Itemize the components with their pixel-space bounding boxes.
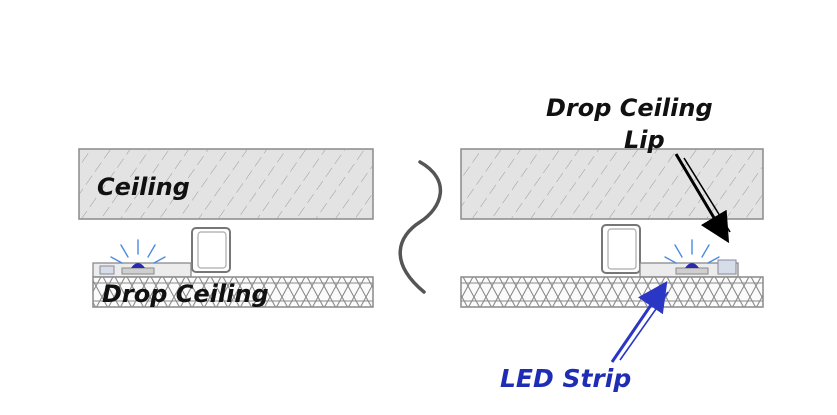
right-led-strip (664, 239, 720, 275)
label-led-strip: LED Strip (500, 364, 631, 393)
label-drop-ceiling-lip-line2: Lip (624, 126, 665, 154)
right-channel-bracket (601, 224, 641, 274)
lip-arrow (674, 153, 730, 244)
label-ceiling: Ceiling (97, 173, 190, 201)
break-symbol (398, 160, 442, 294)
label-drop-ceiling-lip-line1: Drop Ceiling (546, 94, 713, 122)
left-led-strip (110, 239, 166, 275)
led-strip-arrow (610, 281, 668, 363)
right-ceiling-hatch (461, 149, 763, 219)
left-panel: Ceiling Drop Ceiling (78, 148, 374, 308)
left-ceiling-hatch (79, 149, 373, 219)
right-panel: Drop Ceiling Lip LED Strip (460, 94, 764, 393)
left-channel-bracket (191, 227, 231, 273)
label-drop-ceiling-left: Drop Ceiling (102, 280, 269, 308)
